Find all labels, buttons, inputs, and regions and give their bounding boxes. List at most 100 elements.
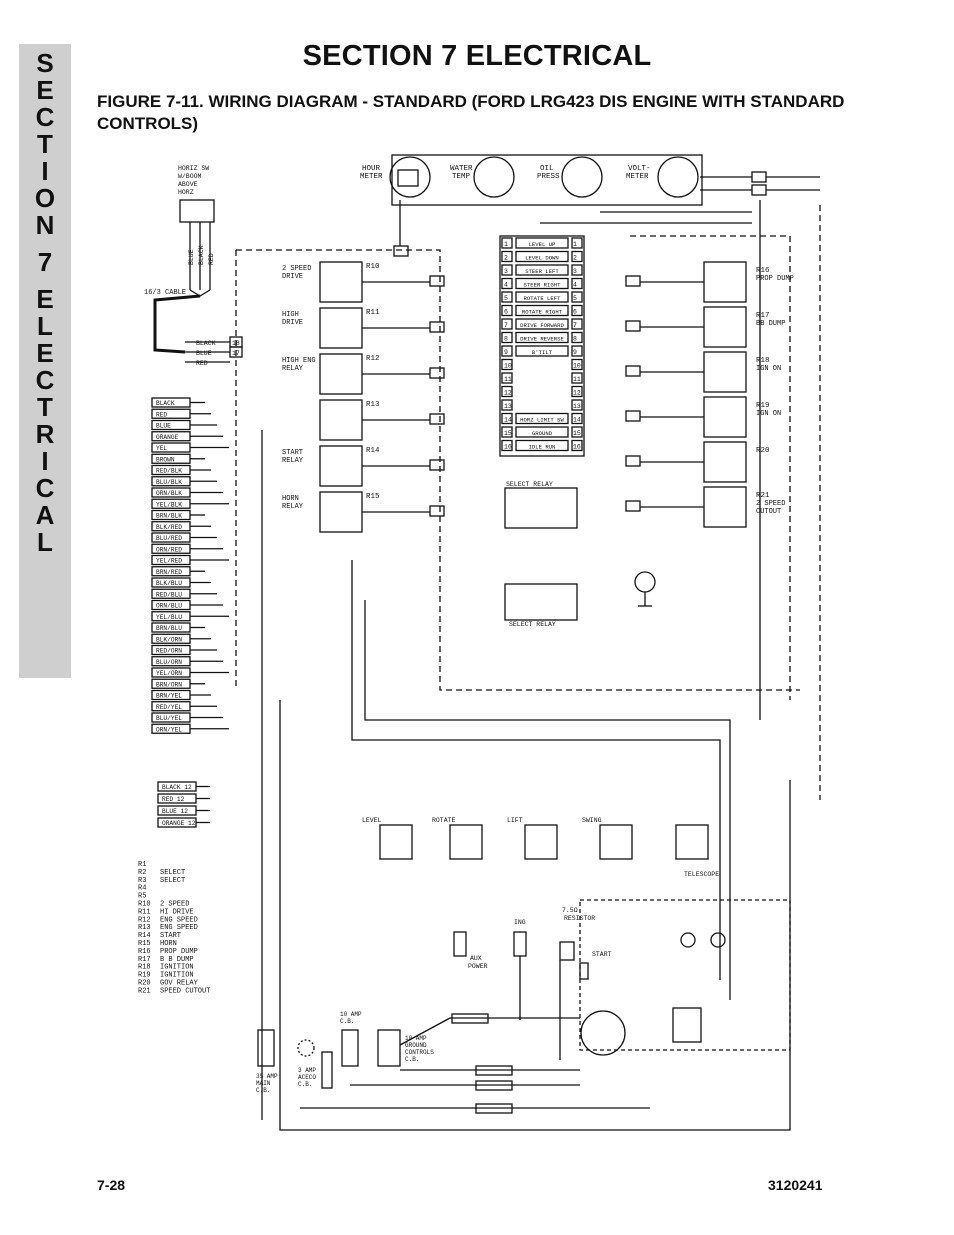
side-tab-letter: 7 [37, 247, 53, 277]
switch-label: HORZ [178, 189, 194, 196]
wire-list-label: YEL/BLK [156, 501, 182, 508]
legend-id: R12 [138, 916, 151, 924]
volt-meter-gauge [657, 156, 699, 198]
relay-id: R11 [366, 309, 380, 317]
wire-list-label: BRN/RED [156, 569, 182, 576]
lower-wire-label: BLUE 12 [162, 808, 188, 815]
wire-list-label: BLU/BLK [156, 479, 182, 486]
harness-wire-label: BLUE [196, 350, 212, 357]
legend-desc: PROP DUMP [160, 948, 198, 956]
terminal-number: 7 [573, 322, 577, 329]
select-relay-label: SELECT RELAY [509, 621, 556, 628]
terminal-number-box [571, 331, 583, 344]
terminal-number: 3 [504, 268, 508, 275]
function-block-level [379, 824, 413, 860]
relay-name: BB DUMP [756, 320, 785, 328]
terminal-number: 5 [504, 295, 508, 302]
terminal-number-box [501, 264, 513, 276]
relay-id: R17 [756, 312, 770, 320]
legend-id: R10 [138, 901, 151, 909]
select-relay-r2 [504, 487, 578, 529]
terminal-number: 9 [504, 349, 508, 356]
ignition-switch [580, 1010, 626, 1056]
terminal-number-box [571, 385, 583, 398]
relay-id: R15 [366, 493, 380, 501]
wire-list-label: BRN/YEL [156, 693, 182, 700]
function-label: ROTATE [432, 817, 456, 824]
terminal-label-box [515, 439, 569, 452]
terminal-number-box [571, 358, 583, 371]
terminal-number-box [501, 426, 513, 438]
relay-r21 [703, 486, 747, 528]
wire-list-label: BRN/BLU [156, 625, 182, 632]
terminal-label: ROTATE LEFT [524, 295, 562, 302]
legend-id: R17 [138, 956, 151, 964]
side-tab-letter: I [41, 156, 49, 186]
wire-list-label: BLU/YEL [156, 715, 182, 722]
terminal-label-box [515, 304, 569, 317]
legend-id: R14 [138, 932, 151, 940]
aux-power-label: AUX [470, 955, 482, 962]
relay-name: RELAY [282, 457, 304, 465]
terminal-number: 4 [504, 282, 508, 289]
terminal-label: STEER RIGHT [524, 282, 562, 289]
legend-desc: ENG SPEED [160, 924, 198, 932]
side-tab-letter: E [36, 75, 54, 105]
relay-r15 [319, 491, 363, 533]
relay-name: 2 SPEED [756, 500, 785, 508]
terminal-number: 12 [504, 390, 512, 397]
legend-id: R1 [138, 861, 146, 869]
terminal-number: 11 [573, 376, 581, 383]
terminal-label-box [515, 277, 569, 290]
terminal-number-box [501, 385, 513, 398]
function-block-lift [524, 824, 558, 860]
terminal-label-box [515, 264, 569, 276]
section-title: SECTION 7 ELECTRICAL [302, 40, 652, 72]
switch-wire-label: BLACK [198, 245, 205, 265]
terminal-block [625, 275, 641, 287]
wire-list-label: BROWN [156, 456, 175, 463]
terminal-number: 6 [573, 309, 577, 316]
document-number: 3120241 [768, 1177, 823, 1193]
terminal-number-box [501, 291, 513, 303]
legend-desc: SELECT [160, 877, 185, 885]
switch-label: W/BOOM [178, 173, 202, 180]
wire-list-label: BLU/RED [156, 535, 182, 542]
side-tab-letter: N [35, 210, 55, 240]
volt-meter-label: METER [626, 173, 649, 181]
relay-name: RELAY [282, 365, 304, 373]
terminal-number-box [571, 412, 583, 425]
terminal-number: 8 [573, 336, 577, 343]
relay-name: START [282, 449, 303, 457]
relay-r10 [319, 261, 363, 303]
terminal-label: HORZ LIMIT SW [520, 417, 564, 424]
terminal-number-box [501, 331, 513, 344]
legend-id: R5 [138, 893, 146, 901]
relay-name: HORN [282, 495, 299, 503]
start-label: START [592, 951, 612, 958]
terminal-label-box [515, 318, 569, 330]
terminal-number-box [571, 399, 583, 411]
side-tab-letter: L [37, 311, 53, 341]
terminal-number-box [571, 372, 583, 384]
terminal-number: 15 [504, 430, 512, 437]
wire-list-label: BRN/BLK [156, 513, 182, 520]
relay-name: 2 SPEED [282, 265, 311, 273]
side-tab-letter: C [35, 102, 55, 132]
relay-name: DRIVE [282, 319, 303, 327]
side-tab-letter: O [34, 183, 56, 213]
legend-desc: START [160, 932, 181, 940]
legend-desc: HORN [160, 940, 177, 948]
terminal-number-box [571, 250, 583, 263]
relay-r17 [703, 306, 747, 348]
wire-list-label: BLU/ORN [156, 659, 182, 666]
relay-name: IGN ON [756, 410, 781, 418]
wire-list-label: ORN/YEL [156, 726, 182, 733]
side-tab-letter: L [37, 527, 53, 557]
terminal-label-box [515, 250, 569, 263]
lower-wire-label: BLACK 12 [162, 784, 192, 791]
wire-list-label: YEL/BLU [156, 614, 182, 621]
terminal-label: DRIVE FORWARD [520, 322, 564, 329]
wire-list-label: BLUE [156, 423, 171, 430]
